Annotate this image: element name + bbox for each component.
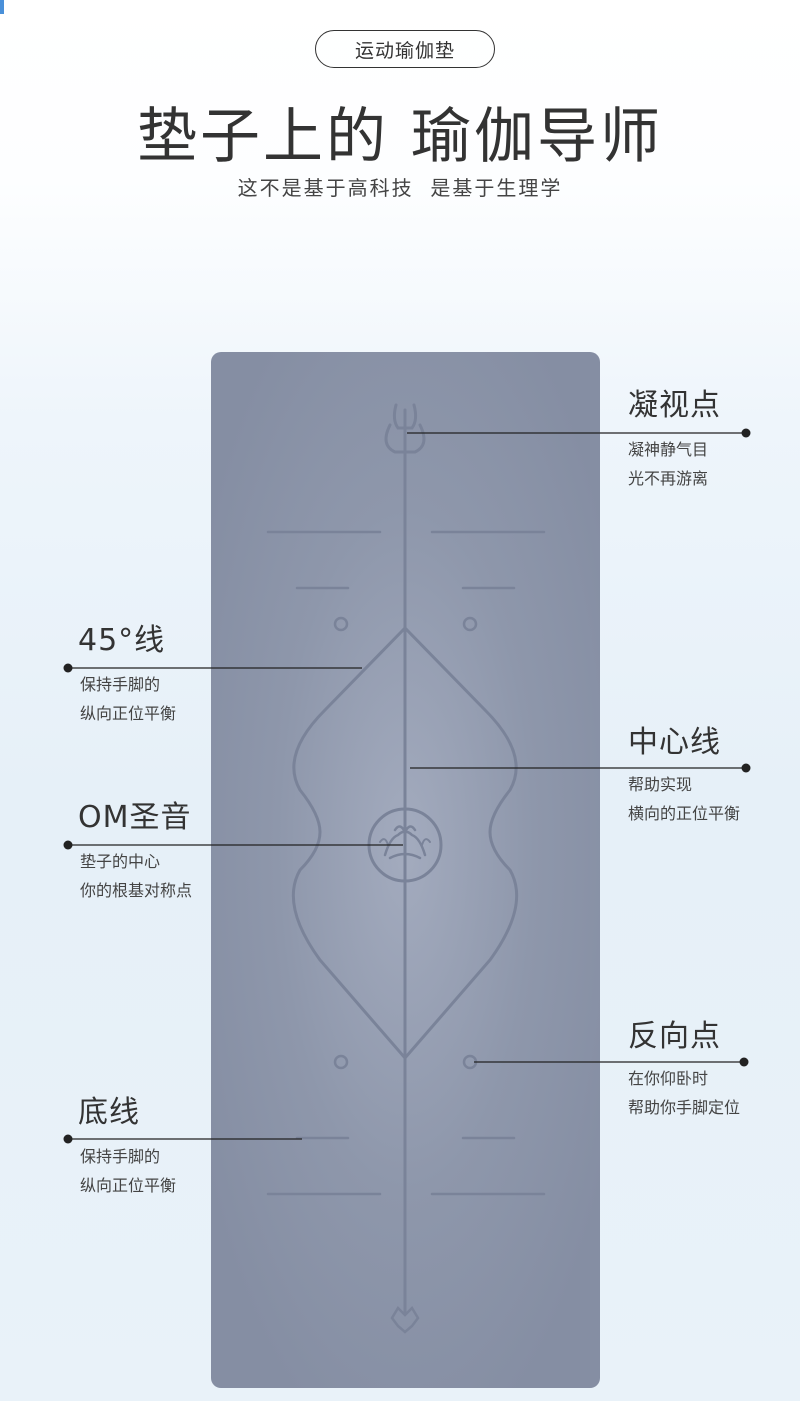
- callout-om: OM圣音 垫子的中心 你的根基对称点: [78, 800, 193, 905]
- callout-om-title: OM圣音: [78, 800, 192, 835]
- callout-45-line-line2: 纵向正位平衡: [80, 704, 177, 723]
- callout-leaders: [63, 428, 751, 1144]
- page-subtitle: 这不是基于高科技 是基于生理学: [237, 176, 563, 200]
- callout-center-line: 中心线 帮助实现 横向的正位平衡: [628, 726, 740, 828]
- callout-reverse-point-line2: 帮助你手脚定位: [628, 1098, 741, 1117]
- category-tag-label: 运动瑜伽垫: [354, 39, 455, 62]
- callout-gaze-point-line1: 凝神静气目: [628, 440, 709, 459]
- callout-center-line-line1: 帮助实现: [628, 775, 693, 794]
- callout-reverse-point: 反向点 在你仰卧时 帮助你手脚定位: [628, 1020, 740, 1122]
- callout-bottom-line-line2: 纵向正位平衡: [80, 1176, 177, 1195]
- callout-gaze-point: 凝视点 凝神静气目 光不再游离: [628, 389, 721, 493]
- page-title: 垫子上的 瑜伽导师: [136, 102, 664, 172]
- callout-gaze-point-line2: 光不再游离: [628, 469, 709, 488]
- callout-reverse-point-title: 反向点: [628, 1019, 721, 1054]
- category-tag: 运动瑜伽垫: [315, 30, 495, 68]
- callout-bottom-line-line1: 保持手脚的: [80, 1147, 161, 1166]
- callout-bottom-line-title: 底线: [78, 1095, 140, 1130]
- callout-bottom-line: 底线 保持手脚的 纵向正位平衡: [78, 1095, 177, 1200]
- trident-icon: [384, 403, 426, 457]
- mat-45-degree-lines: [291, 625, 519, 1061]
- callout-reverse-point-line1: 在你仰卧时: [628, 1069, 709, 1088]
- callout-gaze-point-title: 凝视点: [628, 388, 721, 423]
- callout-45-line-title: 45°线: [78, 623, 166, 658]
- callout-center-line-line2: 横向的正位平衡: [628, 804, 741, 823]
- callout-center-line-title: 中心线: [628, 725, 721, 760]
- callout-om-line1: 垫子的中心: [80, 852, 161, 871]
- callout-45-line-line1: 保持手脚的: [80, 675, 161, 694]
- callout-om-line2: 你的根基对称点: [80, 881, 193, 900]
- top-accent-line: [0, 0, 4, 14]
- callout-45-line: 45°线 保持手脚的 纵向正位平衡: [78, 623, 177, 728]
- lotus-bottom-icon: [390, 1298, 420, 1334]
